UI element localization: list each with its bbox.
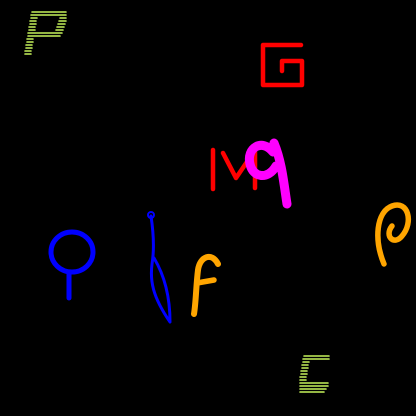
striped-c-glyph xyxy=(299,355,330,393)
striped-p-glyph xyxy=(24,11,67,55)
magenta-q-glyph xyxy=(244,138,292,209)
blue-hook-glyph xyxy=(147,211,172,324)
orange-f-glyph xyxy=(191,253,221,317)
orange-curl-glyph-right xyxy=(375,202,412,267)
blue-lollipop-glyph xyxy=(48,229,96,301)
square-spiral-glyph xyxy=(260,42,305,88)
